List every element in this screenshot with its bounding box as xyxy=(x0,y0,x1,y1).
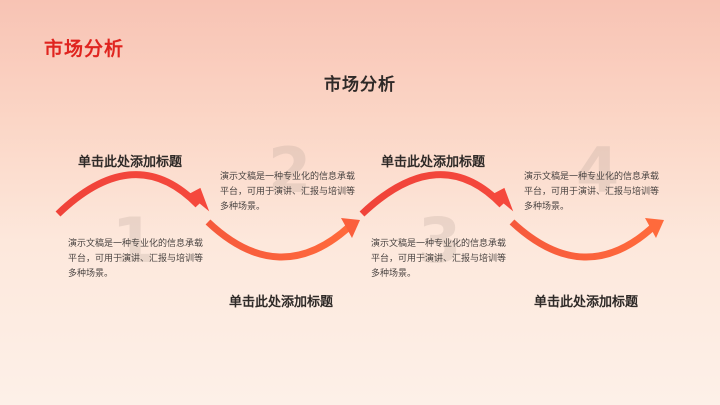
step-2-description: 演示文稿是一种专业化的信息承载平台，可用于演讲、汇报与培训等多种场景。 xyxy=(220,172,356,212)
step-1-description: 演示文稿是一种专业化的信息承载平台，可用于演讲、汇报与培训等多种场景。 xyxy=(68,239,204,279)
step-1-heading[interactable]: 单击此处添加标题 xyxy=(78,155,183,170)
arrow-segment-2 xyxy=(205,218,360,261)
step-3-description: 演示文稿是一种专业化的信息承载平台，可用于演讲、汇报与培训等多种场景。 xyxy=(371,239,507,279)
step-3-number: 3 xyxy=(418,204,462,277)
step-2-heading[interactable]: 单击此处添加标题 xyxy=(229,295,334,310)
step-1-number: 1 xyxy=(112,204,156,277)
step-4-heading[interactable]: 单击此处添加标题 xyxy=(534,295,639,310)
step-2-number: 2 xyxy=(268,134,312,207)
arrow-segment-3 xyxy=(359,171,514,217)
step-3-heading[interactable]: 单击此处添加标题 xyxy=(381,155,486,170)
step-4-description: 演示文稿是一种专业化的信息承载平台，可用于演讲、汇报与培训等多种场景。 xyxy=(524,172,660,212)
arrow-segment-4 xyxy=(509,218,664,261)
corner-title: 市场分析 xyxy=(44,38,125,60)
arrow-segment-1 xyxy=(55,171,210,217)
step-4-number: 4 xyxy=(576,134,620,207)
page-title: 市场分析 xyxy=(324,75,396,95)
